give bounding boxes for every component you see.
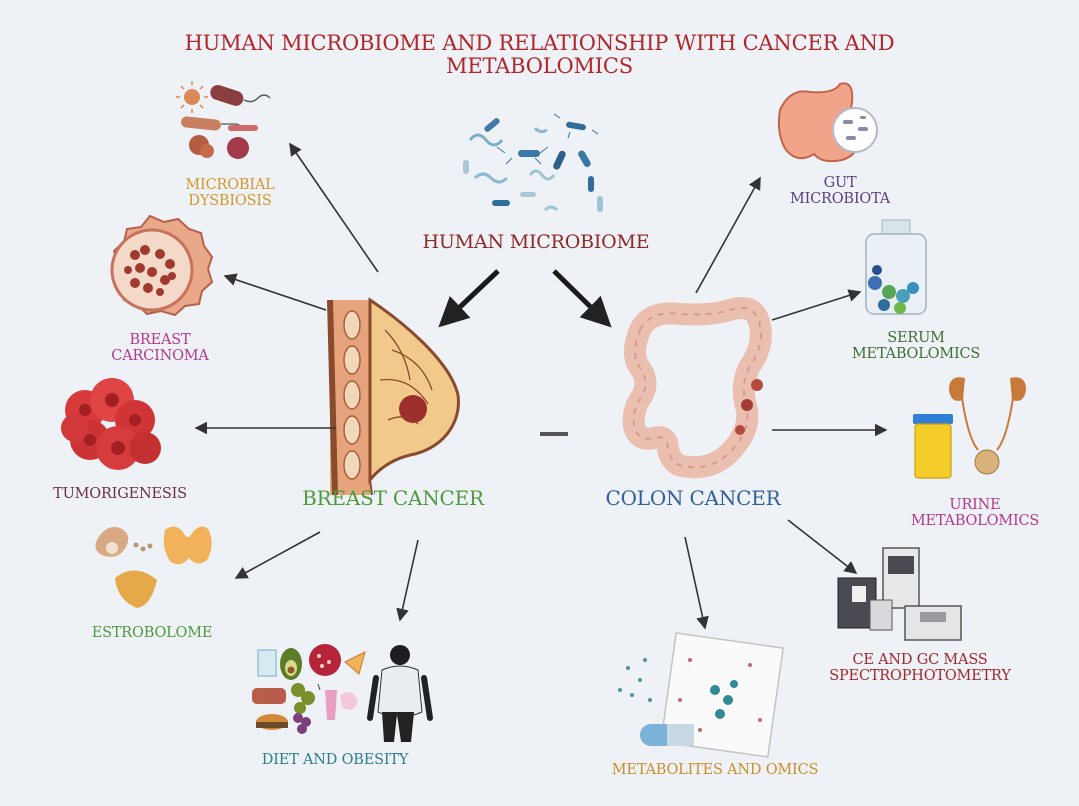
diet-obesity-label: DIET AND OBESITY <box>261 752 409 768</box>
estrobolome-illustration <box>95 526 212 608</box>
dysbiosis-illustration <box>176 81 271 159</box>
estrobolome-label: ESTROBOLOME <box>91 625 213 641</box>
arrows <box>194 142 888 630</box>
urine-illustration <box>913 377 1026 479</box>
colon-cancer-label: COLON CANCER <box>605 486 781 510</box>
main-arrows <box>438 269 612 328</box>
gut-illustration <box>777 82 878 163</box>
breast-illustration <box>327 297 460 496</box>
tumorigenesis-label: TUMORIGENESIS <box>53 486 187 502</box>
diet-illustration <box>252 644 433 742</box>
metabolites-omics-label: METABOLITES AND OMICS <box>611 762 819 778</box>
center-dash <box>540 432 568 436</box>
serum-illustration <box>865 219 927 315</box>
diagram-title: HUMAN MICROBIOME AND RELATIONSHIP WITH C… <box>184 31 895 79</box>
center-label: HUMAN MICROBIOME <box>422 231 650 253</box>
colon-illustration <box>622 297 772 479</box>
microbiome-illustration <box>463 113 603 212</box>
carcinoma-illustration <box>110 214 214 317</box>
omics-illustration <box>618 632 784 758</box>
breast-cancer-label: BREAST CANCER <box>302 486 484 510</box>
tumor-illustration <box>61 378 161 470</box>
mass-spec-illustration <box>837 547 962 641</box>
